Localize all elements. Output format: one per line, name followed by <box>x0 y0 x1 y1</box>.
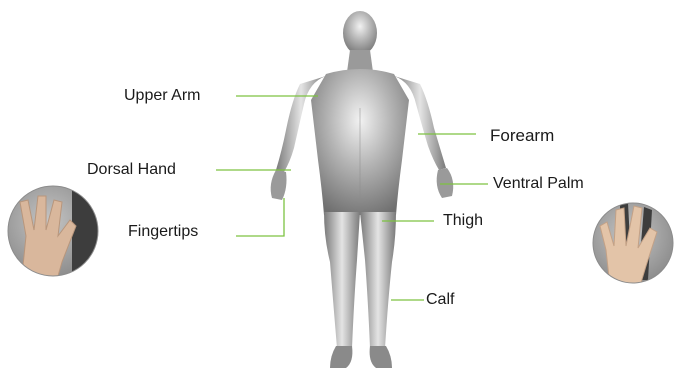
head-shape <box>343 11 377 55</box>
left-foot-shape <box>330 346 352 368</box>
dorsal-hand-photo <box>8 186 100 276</box>
right-foot-shape <box>370 346 392 368</box>
neck-shape <box>347 50 373 72</box>
label-dorsal-hand: Dorsal Hand <box>87 162 176 178</box>
label-fingertips: Fingertips <box>128 224 198 240</box>
right-hand-shape <box>437 168 454 198</box>
left-leg-shape <box>324 212 360 348</box>
left-hand-shape <box>271 170 287 200</box>
right-leg-shape <box>360 212 396 348</box>
label-ventral-palm: Ventral Palm <box>493 176 584 192</box>
label-forearm: Forearm <box>490 127 554 144</box>
label-thigh: Thigh <box>443 213 483 229</box>
palm-hand-photo <box>593 203 673 286</box>
fingertips-leader-line <box>236 198 284 236</box>
label-upper-arm: Upper Arm <box>124 88 200 104</box>
label-calf: Calf <box>426 292 454 308</box>
human-body-figure <box>271 11 454 368</box>
